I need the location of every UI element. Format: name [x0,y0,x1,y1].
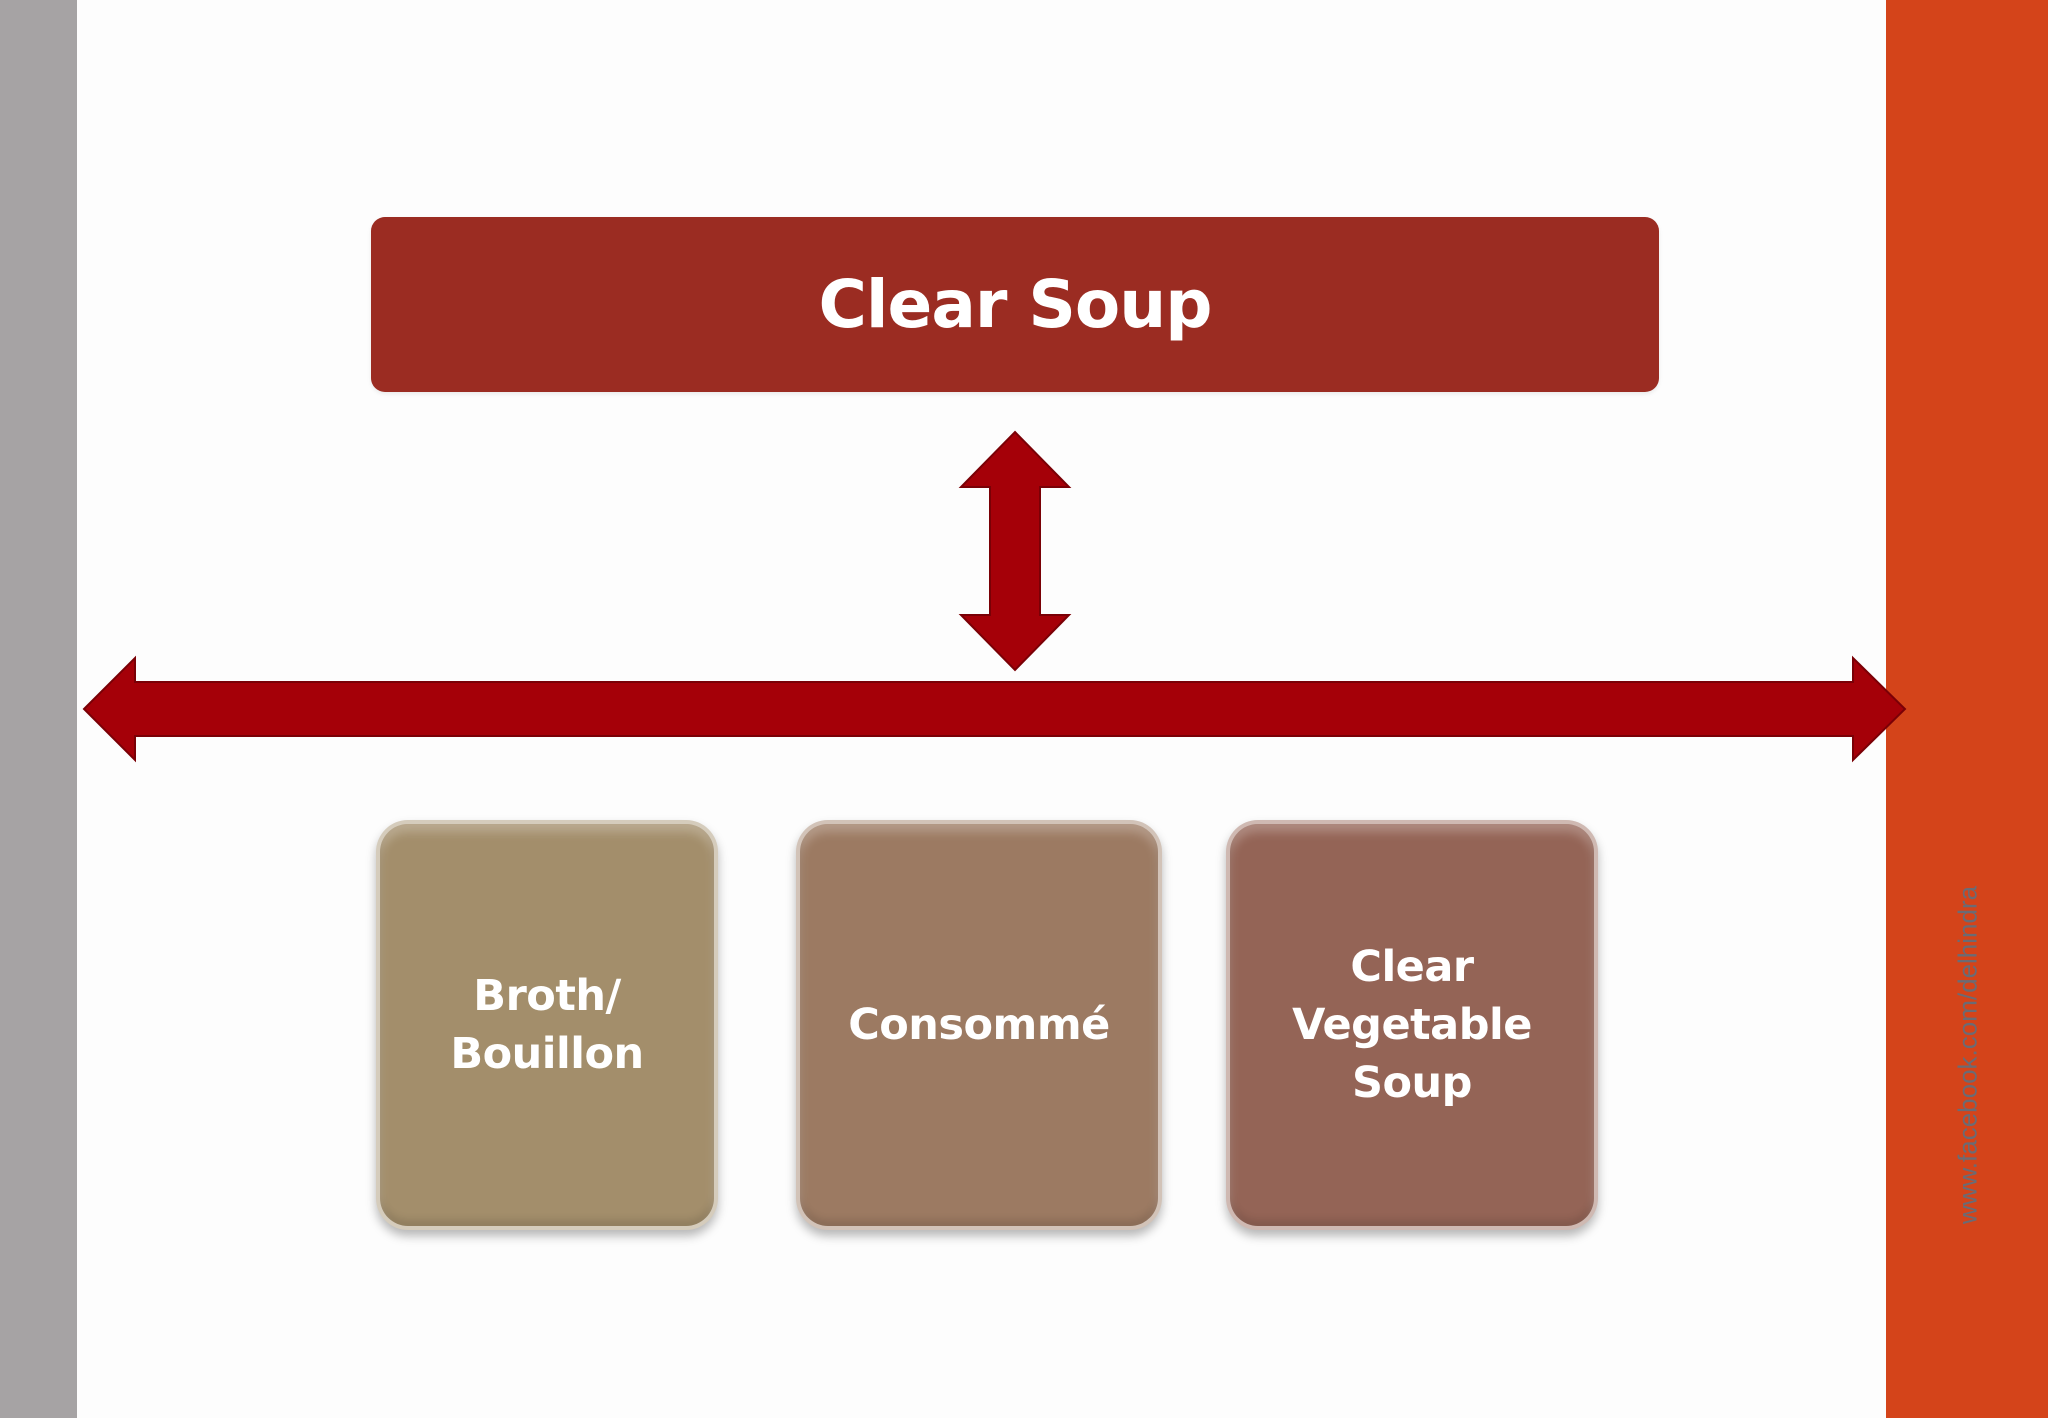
left-accent-bar [0,0,77,1418]
card-consomme: Consommé [796,820,1162,1230]
card-label: Broth/ Bouillon [450,971,644,1079]
right-accent-bar [1886,0,2048,1418]
horizontal-double-arrow [82,655,1907,763]
title-box: Clear Soup [371,217,1659,392]
vertical-double-arrow [958,430,1072,672]
card-label: Clear Vegetable Soup [1292,942,1532,1108]
title-text: Clear Soup [818,266,1213,343]
card-label: Consommé [848,1000,1110,1050]
card-broth-bouillon: Broth/ Bouillon [376,820,718,1230]
card-clear-vegetable-soup: Clear Vegetable Soup [1226,820,1598,1230]
